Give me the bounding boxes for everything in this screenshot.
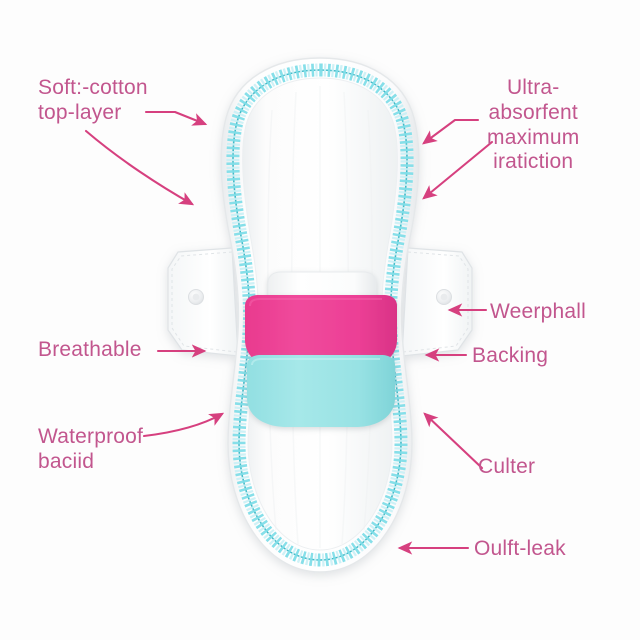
insert-cyan-layer	[247, 355, 395, 427]
label-waterproof-baciid: Waterproof baciid	[38, 425, 144, 473]
arrow-culter	[423, 412, 484, 470]
stitch-dashes	[226, 63, 414, 567]
label-soft-cotton-top-layer: Soft:-cotton top-layer	[38, 76, 148, 124]
right-snap-button[interactable]	[436, 289, 452, 305]
leader-arrows	[84, 110, 494, 555]
stitch-dashes-highlight	[226, 63, 414, 567]
left-wing	[167, 247, 239, 357]
label-ultra-absorfent: Ultra- absorfent maximum iratiction	[487, 76, 580, 174]
label-breathable: Breathable	[38, 338, 142, 361]
arrow-ultra-absorfent-1	[422, 118, 480, 145]
arrow-soft-cotton-1	[144, 110, 208, 126]
arrow-ultra-absorfent-2	[422, 140, 494, 200]
label-oulft-leak: Oulft-leak	[474, 537, 566, 560]
insert-pink-layer	[245, 295, 397, 369]
arrow-waterproof	[142, 412, 225, 438]
label-weerphall: Weerphall	[490, 300, 586, 323]
label-backing: Backing	[472, 344, 549, 367]
right-wing	[401, 247, 473, 357]
left-snap-button[interactable]	[188, 289, 204, 305]
stitching	[226, 63, 414, 567]
arrow-soft-cotton-2	[84, 129, 195, 206]
label-culter: Culter	[478, 455, 536, 478]
